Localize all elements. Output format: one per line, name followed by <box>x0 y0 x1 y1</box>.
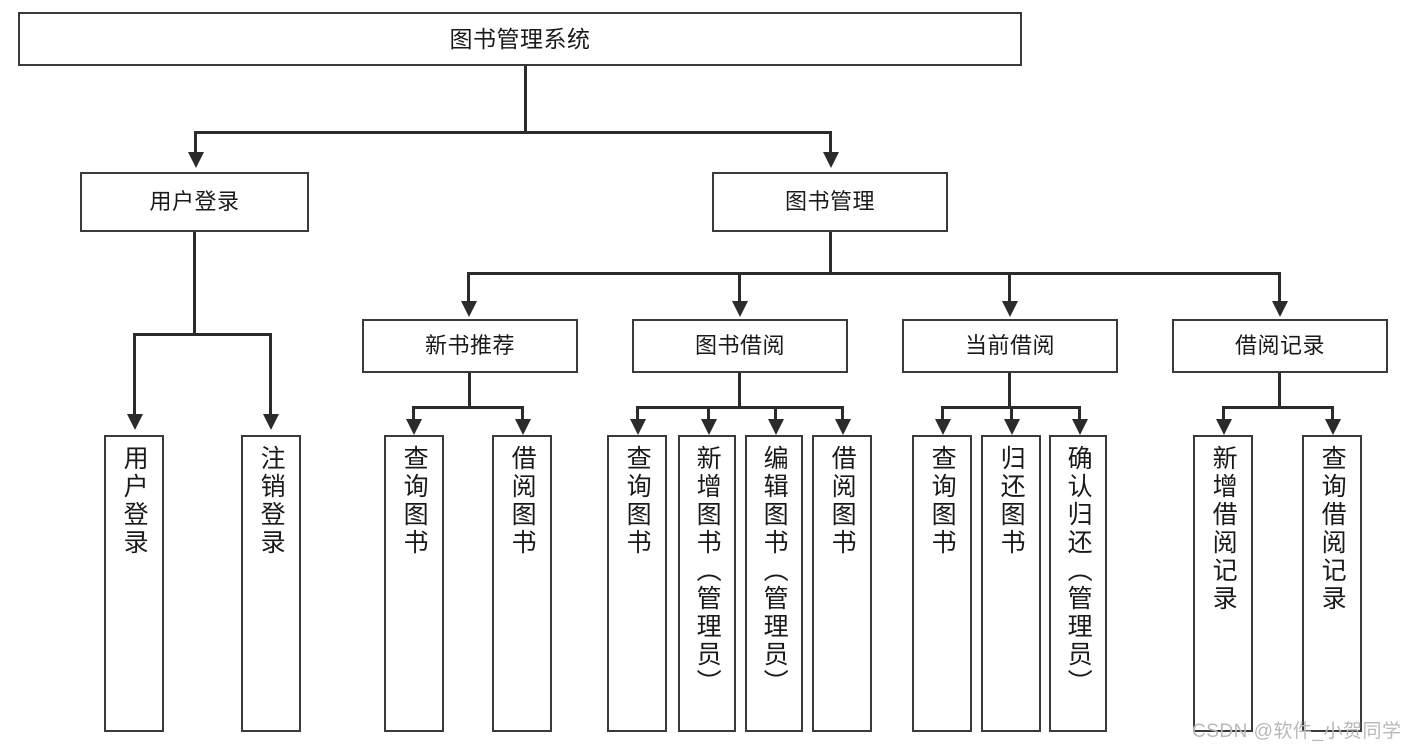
connector-bookmgmt-to-current <box>1008 272 1011 302</box>
node-label: 图书管理 <box>784 189 875 215</box>
node-label: 借阅记录 <box>1234 333 1325 359</box>
node-label: 查询借阅记录 <box>1318 445 1347 613</box>
node-label: 查询图书 <box>928 445 957 557</box>
connector-bookborrow-to-leaf2 <box>707 406 710 420</box>
leaf-borrow-book[interactable]: 借阅图书 <box>812 435 872 732</box>
connector-root-stem <box>524 66 527 132</box>
node-label: 图书管理系统 <box>449 25 591 52</box>
arrow-newbook-to-leaf1 <box>406 419 422 435</box>
arrow-bookborrow-to-leaf3 <box>768 419 784 435</box>
node-book-borrow[interactable]: 图书借阅 <box>632 319 848 373</box>
connector-currentborrow-to-leaf2 <box>1010 406 1013 420</box>
connector-bookmgmt-bus <box>467 272 1280 275</box>
connector-root-to-login <box>194 131 197 153</box>
connector-login-to-leaf2 <box>269 333 272 415</box>
connector-root-to-bookmgmt <box>829 131 832 153</box>
connector-bookborrow-bus <box>636 406 844 409</box>
arrow-bookmgmt-to-current <box>1002 301 1018 317</box>
node-label: 新增图书（管理员） <box>693 445 722 697</box>
connector-records-to-leaf2 <box>1331 406 1334 420</box>
connector-newbook-to-leaf1 <box>412 406 415 420</box>
node-label: 新书推荐 <box>424 333 515 359</box>
leaf-borrow-book-newbook[interactable]: 借阅图书 <box>492 435 552 732</box>
node-label: 查询图书 <box>623 445 652 557</box>
arrow-records-to-leaf2 <box>1325 419 1341 435</box>
arrow-newbook-to-leaf2 <box>515 419 531 435</box>
leaf-logout[interactable]: 注销登录 <box>241 435 301 732</box>
node-label: 借阅图书 <box>508 445 537 557</box>
node-label: 确认归还（管理员） <box>1064 445 1093 697</box>
connector-currentborrow-to-leaf3 <box>1078 406 1081 420</box>
node-user-login[interactable]: 用户登录 <box>80 172 309 232</box>
node-borrow-records[interactable]: 借阅记录 <box>1172 319 1388 373</box>
connector-bookmgmt-to-borrow <box>738 272 741 302</box>
connector-login-to-leaf1 <box>133 333 136 415</box>
arrow-root-to-bookmgmt <box>823 152 839 168</box>
node-label: 注销登录 <box>257 445 286 557</box>
node-label: 新增借阅记录 <box>1209 445 1238 613</box>
node-label: 查询图书 <box>400 445 429 557</box>
arrow-currentborrow-to-leaf2 <box>1004 419 1020 435</box>
connector-currentborrow-to-leaf1 <box>941 406 944 420</box>
node-root-system[interactable]: 图书管理系统 <box>18 12 1022 66</box>
arrow-bookborrow-to-leaf2 <box>701 419 717 435</box>
connector-records-stem <box>1278 373 1281 407</box>
connector-newbook-bus <box>412 406 524 409</box>
arrow-bookmgmt-to-borrow <box>732 301 748 317</box>
arrow-bookborrow-to-leaf1 <box>630 419 646 435</box>
node-current-borrow[interactable]: 当前借阅 <box>902 319 1118 373</box>
leaf-add-book-admin[interactable]: 新增图书（管理员） <box>678 435 736 732</box>
leaf-return-book[interactable]: 归还图书 <box>981 435 1041 732</box>
leaf-confirm-return-admin[interactable]: 确认归还（管理员） <box>1049 435 1107 732</box>
arrow-login-to-leaf2 <box>263 414 279 430</box>
connector-login-stem <box>193 232 196 334</box>
arrow-bookmgmt-to-records <box>1272 301 1288 317</box>
node-label: 归还图书 <box>997 445 1026 557</box>
arrow-bookmgmt-to-new <box>461 301 477 317</box>
connector-root-bus <box>194 131 831 134</box>
node-label: 借阅图书 <box>828 445 857 557</box>
node-label: 图书借阅 <box>694 333 785 359</box>
leaf-query-book-current[interactable]: 查询图书 <box>912 435 972 732</box>
leaf-query-borrow-record[interactable]: 查询借阅记录 <box>1302 435 1362 732</box>
connector-bookborrow-to-leaf3 <box>774 406 777 420</box>
connector-records-bus <box>1222 406 1334 409</box>
arrow-login-to-leaf1 <box>127 414 143 430</box>
connector-records-to-leaf1 <box>1222 406 1225 420</box>
node-label: 当前借阅 <box>964 333 1055 359</box>
leaf-user-login[interactable]: 用户登录 <box>104 435 164 732</box>
arrow-currentborrow-to-leaf1 <box>935 419 951 435</box>
connector-bookmgmt-to-records <box>1278 272 1281 302</box>
arrow-records-to-leaf1 <box>1216 419 1232 435</box>
node-new-book-recommend[interactable]: 新书推荐 <box>362 319 578 373</box>
leaf-query-book-borrow[interactable]: 查询图书 <box>607 435 667 732</box>
connector-bookborrow-stem <box>738 373 741 407</box>
node-label: 编辑图书（管理员） <box>760 445 789 697</box>
arrow-root-to-login <box>188 152 204 168</box>
leaf-query-book-newbook[interactable]: 查询图书 <box>384 435 444 732</box>
connector-bookmgmt-stem <box>829 232 832 274</box>
connector-bookborrow-to-leaf4 <box>841 406 844 420</box>
node-book-management[interactable]: 图书管理 <box>712 172 948 232</box>
node-label: 用户登录 <box>149 189 240 215</box>
leaf-edit-book-admin[interactable]: 编辑图书（管理员） <box>745 435 803 732</box>
connector-currentborrow-stem <box>1008 373 1011 407</box>
connector-newbook-to-leaf2 <box>521 406 524 420</box>
watermark-text: CSDN @软件_小贺同学 <box>1192 721 1402 742</box>
leaf-add-borrow-record[interactable]: 新增借阅记录 <box>1193 435 1253 732</box>
arrow-currentborrow-to-leaf3 <box>1072 419 1088 435</box>
connector-bookborrow-to-leaf1 <box>636 406 639 420</box>
arrow-bookborrow-to-leaf4 <box>835 419 851 435</box>
node-label: 用户登录 <box>120 445 149 557</box>
connector-login-bus <box>133 333 271 336</box>
connector-newbook-stem <box>468 373 471 407</box>
connector-bookmgmt-to-new <box>467 272 470 302</box>
